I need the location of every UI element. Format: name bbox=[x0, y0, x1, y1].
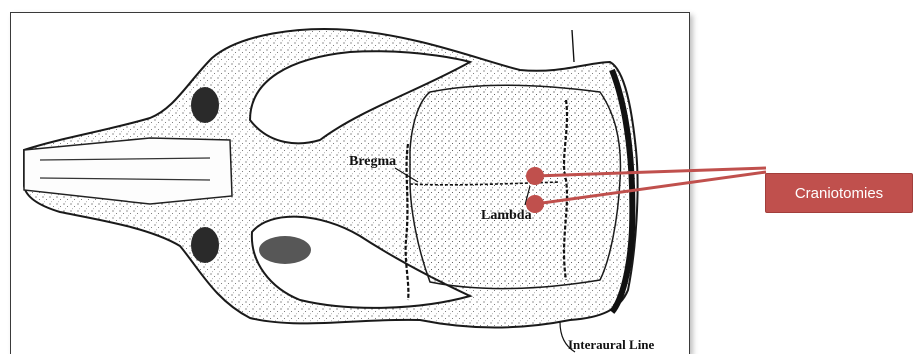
bregma-label: Bregma bbox=[349, 154, 396, 169]
craniotomies-callout: Craniotomies bbox=[765, 173, 913, 213]
interaural-line-label: Interaural Line bbox=[568, 337, 655, 352]
craniotomy-marker-upper bbox=[526, 167, 544, 185]
lambda-label: Lambda bbox=[481, 208, 532, 223]
craniotomy-marker-lower bbox=[526, 195, 544, 213]
cranium-plate bbox=[410, 85, 620, 288]
craniotomies-callout-text: Craniotomies bbox=[795, 185, 883, 202]
